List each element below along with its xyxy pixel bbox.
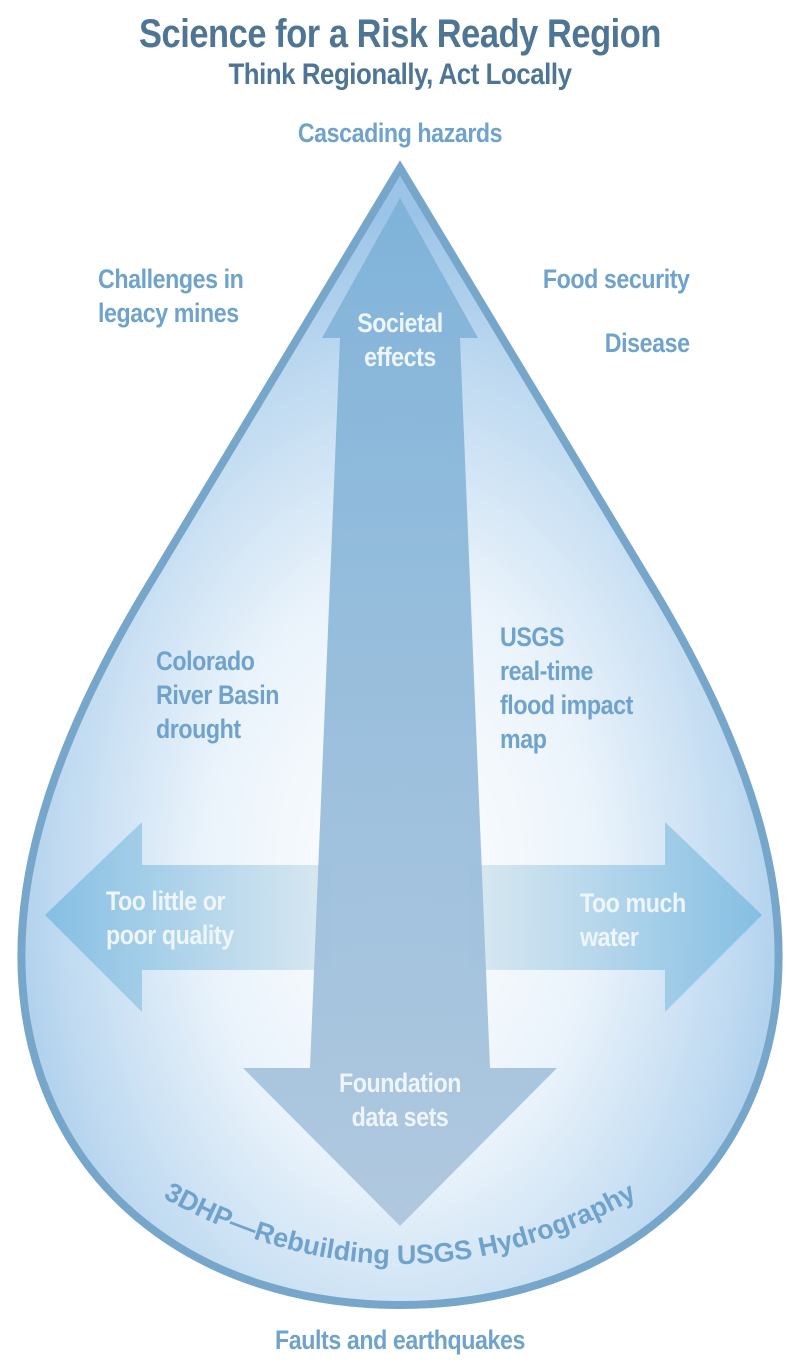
label-line: map [500, 724, 547, 754]
label-legacy-mines: Challenges in legacy mines [98, 262, 244, 330]
label-line: Societal [357, 308, 443, 338]
right-arrow [470, 822, 762, 1012]
label-line: Colorado [156, 646, 255, 676]
label-flood-impact-map: USGS real-time flood impact map [500, 620, 633, 756]
label-line: poor quality [106, 920, 234, 950]
label-line: water [580, 922, 639, 952]
arrow-label-too-much: Too much water [580, 886, 686, 954]
label-line: Challenges in [98, 264, 244, 294]
label-line: real-time [500, 656, 593, 686]
label-line: USGS [500, 622, 565, 652]
label-disease: Disease [605, 328, 690, 358]
label-line: Foundation [338, 1068, 462, 1098]
label-line: Too little or [106, 886, 226, 916]
label-line: effects [364, 342, 436, 372]
label-faults-earthquakes: Faults and earthquakes [275, 1325, 525, 1355]
arrow-label-foundation-data: Foundation data sets [314, 1066, 486, 1134]
left-arrow [45, 822, 330, 1012]
vertical-double-arrow [243, 198, 557, 1226]
page-title: Science for a Risk Ready Region [139, 12, 661, 56]
label-line: flood impact [500, 690, 633, 720]
label-line: drought [156, 714, 241, 744]
page-subtitle: Think Regionally, Act Locally [228, 58, 572, 91]
arrow-label-too-little: Too little or poor quality [106, 884, 234, 952]
label-colorado-river-drought: Colorado River Basin drought [156, 644, 279, 746]
label-cascading-hazards: Cascading hazards [297, 118, 503, 148]
label-line: River Basin [156, 680, 280, 710]
label-line: Too much [580, 888, 686, 918]
arrow-label-societal-effects: Societal effects [314, 306, 486, 374]
label-line: legacy mines [98, 298, 239, 328]
label-line: data sets [351, 1102, 449, 1132]
label-food-security: Food security [543, 264, 690, 294]
